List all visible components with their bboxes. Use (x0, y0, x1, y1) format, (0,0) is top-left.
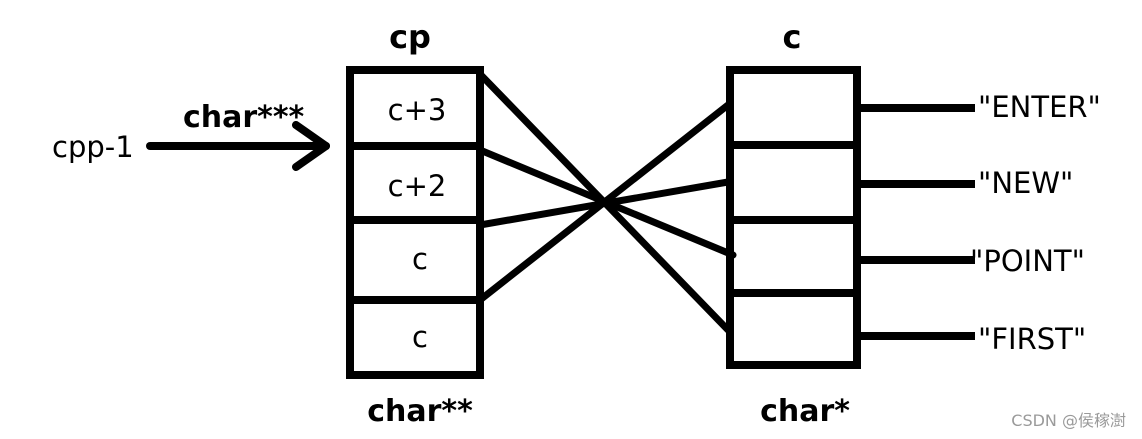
cp-cell-1: c+2 (388, 169, 447, 203)
pointer-arrow (146, 121, 330, 171)
pointer-name: cpp-1 (52, 130, 134, 164)
c-array-type-label: char* (760, 394, 850, 429)
cross-links (476, 70, 737, 334)
link-c-to-enter (476, 101, 732, 304)
watermark: CSDN @侯稼澍 (1011, 411, 1126, 430)
string-links (857, 104, 975, 340)
string-new: "NEW" (978, 166, 1073, 200)
pointer-type-label: char*** (183, 100, 305, 135)
string-point: "POINT" (970, 244, 1085, 278)
string-first: "FIRST" (978, 322, 1086, 356)
cp-cell-0: c+3 (388, 93, 447, 127)
c-array-box (726, 66, 861, 369)
string-enter: "ENTER" (978, 90, 1101, 124)
cp-cell-3: c (412, 320, 428, 354)
cp-array-title: cp (389, 18, 431, 56)
cp-cell-2: c (412, 242, 428, 276)
c-array-title: c (783, 18, 802, 56)
cp-array-type-label: char** (367, 394, 473, 429)
